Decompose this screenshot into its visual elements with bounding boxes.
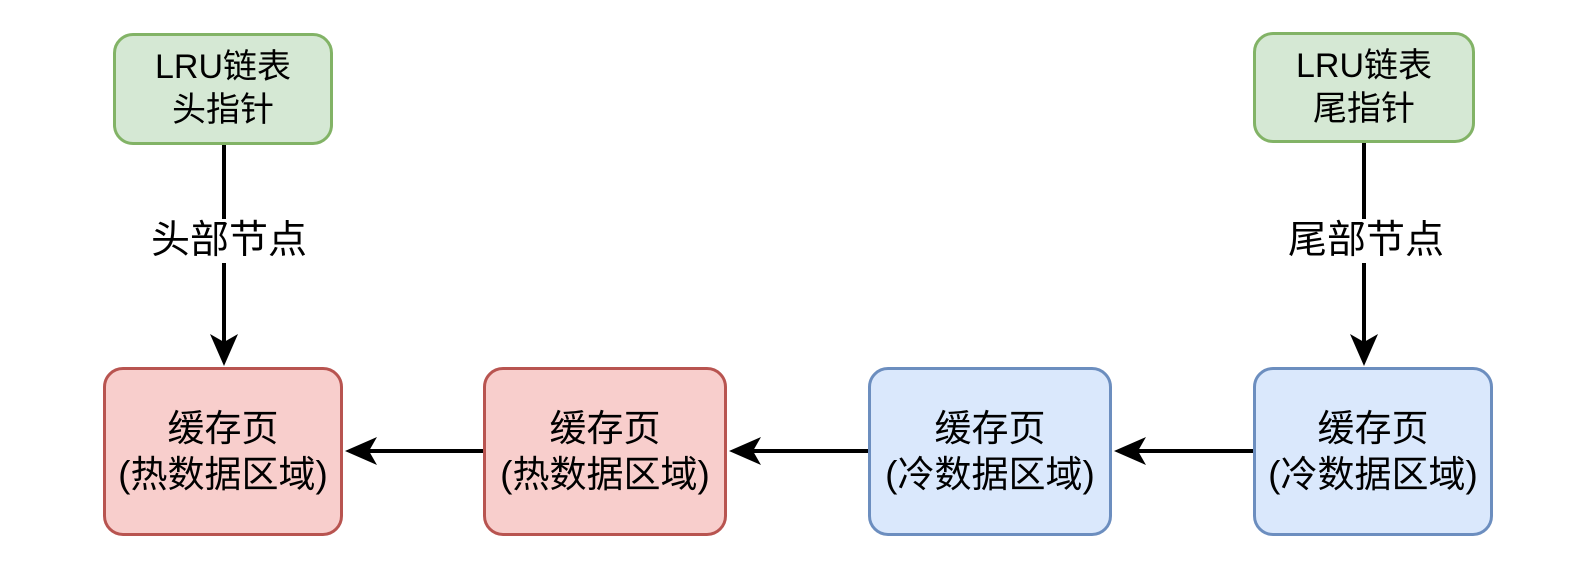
node-text-line: LRU链表 — [1295, 46, 1433, 85]
node-cache-page-cold-2: 缓存页 (冷数据区域) — [1253, 367, 1493, 536]
node-cache-page-hot-2: 缓存页 (热数据区域) — [483, 367, 727, 536]
edge-label-head-node: 头部节点 — [147, 219, 311, 263]
node-cache-page-cold-1: 缓存页 (冷数据区域) — [868, 367, 1112, 536]
node-text-line: 缓存页 — [549, 407, 661, 449]
node-text-line: (冷数据区域) — [885, 453, 1095, 495]
node-lru-tail-pointer: LRU链表 尾指针 — [1253, 32, 1475, 143]
arrow-cold-page-2-to-cold-page-1 — [1114, 437, 1253, 465]
node-text-line: (热数据区域) — [500, 453, 710, 495]
node-text-line: 缓存页 — [167, 407, 279, 449]
node-text-line: 尾指针 — [1313, 89, 1415, 128]
arrow-cold-page-1-to-hot-page-2 — [729, 437, 868, 465]
edge-label-tail-node: 尾部节点 — [1284, 219, 1448, 263]
node-text-line: 缓存页 — [934, 407, 1046, 449]
node-cache-page-hot-1: 缓存页 (热数据区域) — [103, 367, 343, 536]
node-lru-head-pointer: LRU链表 头指针 — [113, 33, 333, 145]
node-text-line: LRU链表 — [154, 48, 292, 86]
node-text-line: 缓存页 — [1317, 407, 1429, 449]
node-text-line: (热数据区域) — [118, 453, 328, 495]
arrow-hot-page-2-to-hot-page-1 — [345, 437, 483, 465]
node-text-line: 头指针 — [172, 91, 274, 129]
node-text-line: (冷数据区域) — [1268, 453, 1478, 495]
